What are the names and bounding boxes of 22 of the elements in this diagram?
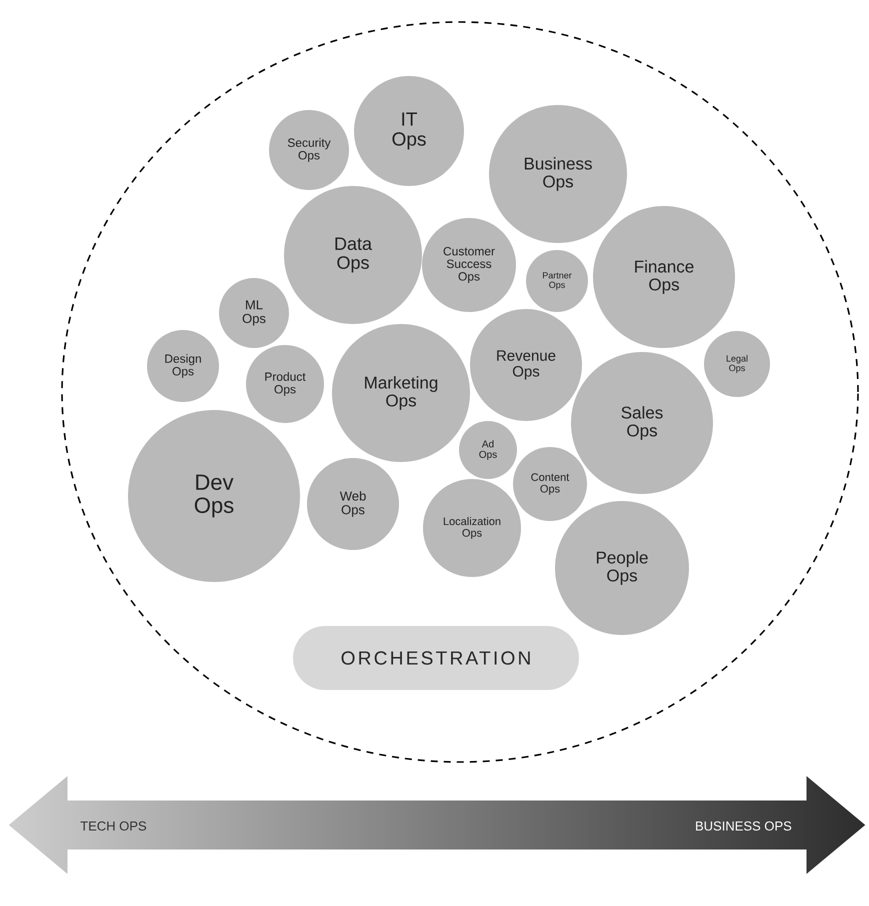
ops-bubble: Dev Ops <box>128 410 300 582</box>
ops-bubble: Product Ops <box>246 345 324 423</box>
arrow-label: TECH OPS <box>80 821 146 831</box>
node-label: Sales Ops <box>622 406 663 440</box>
ops-bubble: IT Ops <box>354 76 464 186</box>
ops-bubble: Legal Ops <box>704 331 770 397</box>
ops-bubble: Web Ops <box>307 458 399 550</box>
ops-bubble: ML Ops <box>219 278 289 348</box>
ops-bubble: Customer Success Ops <box>422 218 516 312</box>
ops-bubble: Partner Ops <box>526 250 588 312</box>
ops-bubble: People Ops <box>555 501 689 635</box>
ops-bubble: Business Ops <box>489 105 627 243</box>
ops-bubble: Content Ops <box>513 447 587 521</box>
ops-bubble: Security Ops <box>269 110 349 190</box>
orchestration-pill: ORCHESTRATION <box>293 626 579 690</box>
ops-bubble: Marketing Ops <box>332 324 470 462</box>
dashed-circle <box>61 21 859 763</box>
ops-bubble: Design Ops <box>147 330 219 402</box>
arrow-label: BUSINESS OPS <box>696 821 792 831</box>
ops-bubble: Sales Ops <box>571 352 713 494</box>
ops-bubble: Ad Ops <box>459 421 517 479</box>
ops-bubble: Finance Ops <box>593 206 735 348</box>
